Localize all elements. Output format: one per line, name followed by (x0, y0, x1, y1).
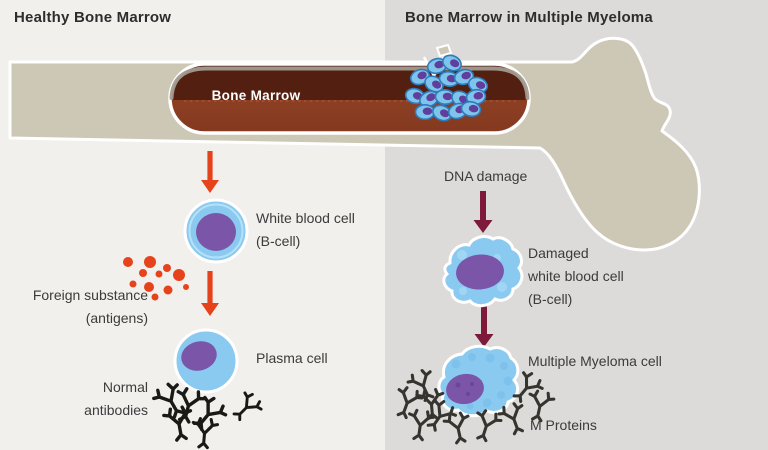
white-blood-cell-label: White blood cell (B-cell) (256, 207, 355, 253)
plasma-cell (173, 328, 239, 394)
multiple-myeloma-cell (437, 344, 520, 418)
foreign-substance-label: Foreign substance (antigens) (18, 284, 148, 330)
normal-antibodies-label-line1: Normal (102, 379, 148, 395)
damaged-cell-label: Damaged white blood cell (B-cell) (528, 242, 624, 311)
arrow-marrow-to-wbc (201, 151, 219, 193)
myeloma-panel-title: Bone Marrow in Multiple Myeloma (405, 9, 653, 26)
white-blood-cell-label-line1: White blood cell (256, 210, 355, 226)
damaged-white-blood-cell (442, 235, 524, 308)
white-blood-cell-label-line2: (B-cell) (256, 233, 301, 249)
damaged-cell-label-line1: Damaged (528, 245, 589, 261)
foreign-substance-label-line2: (antigens) (85, 310, 148, 326)
foreign-substance-label-line1: Foreign substance (32, 287, 148, 303)
normal-antibodies-label: Normal antibodies (38, 376, 148, 422)
white-blood-cell (183, 198, 249, 264)
damaged-cell-label-line2: white blood cell (528, 268, 624, 284)
multiple-myeloma-cell-label: Multiple Myeloma cell (528, 353, 662, 369)
m-proteins-label: M Proteins (530, 417, 597, 433)
antigen-dots (123, 256, 189, 301)
arrow-dna-to-damaged-cell (473, 191, 493, 233)
marrow-top-rim (169, 66, 530, 100)
bone-marrow-label: Bone Marrow (212, 88, 301, 103)
damaged-cell-label-line3: (B-cell) (528, 291, 573, 307)
arrow-damaged-to-myeloma (474, 301, 494, 347)
plasma-cell-label: Plasma cell (256, 350, 328, 366)
dna-damage-label: DNA damage (444, 168, 528, 184)
normal-antibodies-label-line2: antibodies (84, 402, 148, 418)
arrow-wbc-to-plasma (201, 271, 219, 316)
healthy-panel-title: Healthy Bone Marrow (14, 9, 172, 26)
